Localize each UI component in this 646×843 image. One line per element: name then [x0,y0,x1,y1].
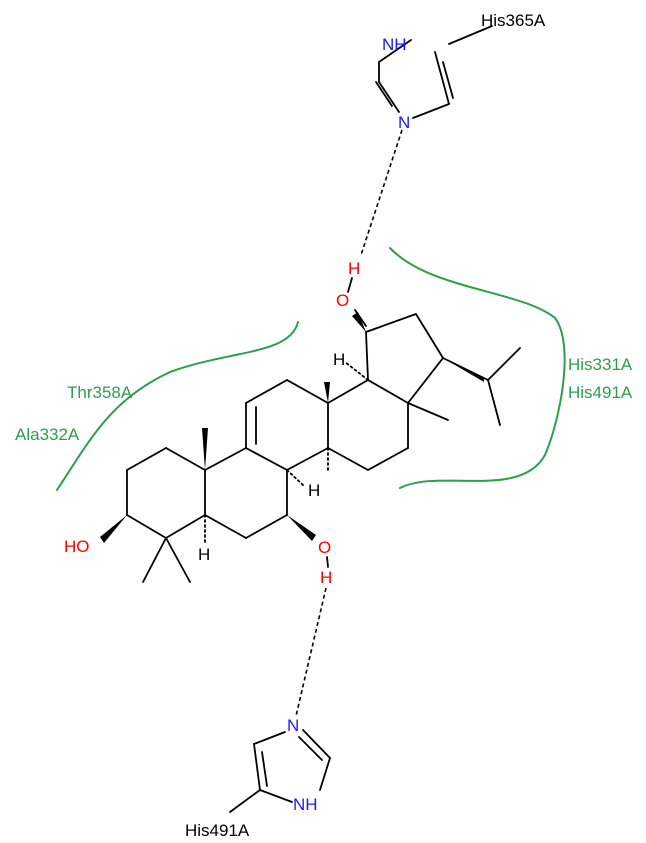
hbond-bottom [295,587,327,717]
wedge-oh-c17 [352,312,366,332]
top-imidazole-nh-label: NH [382,35,407,54]
wedge-methyl-c10 [202,428,208,470]
his491a-label: His491A [185,821,250,840]
wedge-isopropyl [443,358,484,382]
h-label-c18: H [333,350,345,369]
his331a-label: His331A [568,355,633,374]
h-label-c5: H [198,545,210,564]
hydrophobic-arc-right [389,247,566,489]
steroid-skeleton [126,313,521,583]
top-o-label: O [336,291,349,310]
h-label-c8: H [308,481,320,500]
ho-c3-label: HO [64,537,90,556]
bottom-imidazole-nh-label: NH [293,795,318,814]
his491a-hydrophobic-label: His491A [568,383,633,402]
his365a-label: His365A [481,11,546,30]
hashed-h-bonds [204,361,369,546]
bottom-imidazole-n-label: N [287,716,299,735]
hydrophobic-arc-left [56,321,299,491]
hbond-top [360,129,403,256]
wedge-oh-c7 [287,515,316,541]
top-h-label: H [348,259,360,278]
top-imidazole-ring [375,25,493,119]
h-c7-label: H [320,568,332,587]
wedge-ho-c3 [100,515,127,543]
thr358a-label: Thr358A [67,383,133,402]
wedge-methyl-c14 [324,382,330,403]
bottom-imidazole-ring [229,729,331,813]
o-c7-label: O [318,538,331,557]
ala332a-label: Ala332A [15,425,80,444]
top-imidazole-n-label: N [398,113,410,132]
